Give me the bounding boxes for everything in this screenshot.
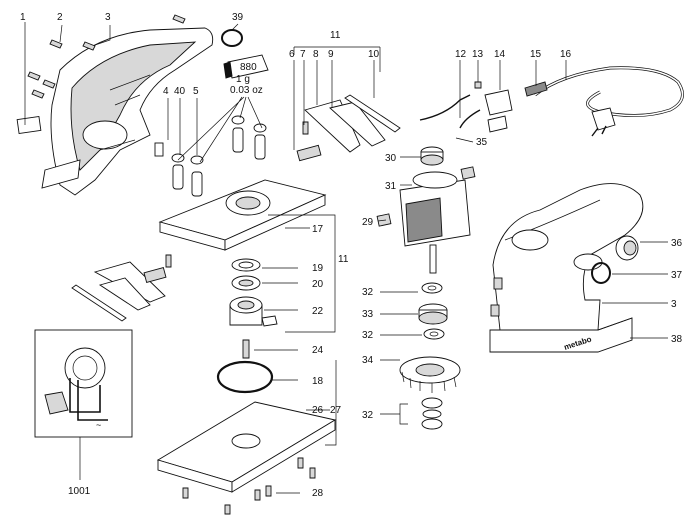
- bearing-stack: [229, 258, 278, 359]
- callout-37: 37: [671, 270, 683, 281]
- callout-32c: 32: [362, 410, 374, 421]
- callout-4: 4: [163, 86, 169, 97]
- callout-10: 10: [368, 49, 380, 60]
- callout-22: 22: [312, 306, 324, 317]
- callout-2: 2: [57, 12, 63, 23]
- brush-29b: [460, 166, 476, 180]
- callout-1: 1: [20, 12, 26, 23]
- callout-27: 27: [330, 405, 342, 416]
- knob-36: [615, 235, 639, 261]
- svg-text:~: ~: [96, 420, 101, 430]
- callout-38: 38: [671, 334, 683, 345]
- callout-17: 17: [312, 224, 324, 235]
- callout-12: 12: [455, 49, 467, 60]
- bushings: [154, 115, 267, 197]
- callout-1001: 1001: [68, 486, 91, 497]
- fan-wheel-34: [399, 356, 461, 393]
- washers-32-33: [418, 282, 448, 340]
- pad-screws: [182, 457, 316, 515]
- guide-8: [304, 99, 361, 153]
- callout-30: 30: [385, 153, 397, 164]
- callout-11b: 11: [338, 254, 349, 265]
- label-plate: [16, 116, 42, 134]
- callout-3b: 3: [671, 299, 677, 310]
- callout-13: 13: [472, 49, 484, 60]
- callout-20: 20: [312, 279, 324, 290]
- housing-half-left: [41, 27, 214, 196]
- callout-36: 36: [671, 238, 683, 249]
- callout-24: 24: [312, 345, 324, 356]
- callout-14: 14: [494, 49, 506, 60]
- callout-26: 26: [312, 405, 324, 416]
- tube-label: 880: [240, 62, 257, 73]
- wire: [419, 94, 471, 121]
- rod-10: [344, 94, 401, 133]
- callout-29: 29: [362, 217, 374, 228]
- wiring-inset: ~: [34, 329, 133, 438]
- leader-lines: [24, 22, 668, 494]
- grease-tube: 880: [223, 54, 269, 79]
- power-cord-16: [534, 66, 684, 137]
- callout-11: 11: [330, 30, 341, 41]
- callout-40: 40: [174, 86, 186, 97]
- callout-18: 18: [312, 376, 324, 387]
- wire-2: [459, 109, 481, 129]
- callout-15: 15: [530, 49, 542, 60]
- callout-19: 19: [312, 263, 324, 274]
- callout-numbers: 1 2 3 39 11 6 7 8 9 10 12 13 14 15 16 4 …: [20, 12, 683, 499]
- callout-6: 6: [289, 49, 295, 60]
- callout-32a: 32: [362, 287, 374, 298]
- o-ring-39: [221, 29, 243, 47]
- housing-screws: [27, 14, 186, 99]
- callout-3: 3: [105, 12, 111, 23]
- callout-39: 39: [232, 12, 244, 23]
- base-plate-17: [158, 179, 327, 251]
- sanding-pad-26: [156, 401, 337, 493]
- callout-31: 31: [385, 181, 397, 192]
- callout-34: 34: [362, 355, 374, 366]
- grease-amount-oz: 0.03 oz: [230, 85, 263, 96]
- switch-14: [474, 81, 513, 133]
- plate-6: [296, 144, 322, 162]
- callout-16: 16: [560, 49, 572, 60]
- callout-33: 33: [362, 309, 374, 320]
- callout-28: 28: [312, 488, 324, 499]
- assembled-sander: metabo: [489, 183, 644, 353]
- guide-parts-left: [71, 254, 172, 322]
- washers-32-bottom: [421, 397, 443, 430]
- cord-sleeve-15: [524, 81, 548, 97]
- o-ring-18: [216, 360, 274, 394]
- callout-35: 35: [476, 137, 488, 148]
- callout-8: 8: [313, 49, 319, 60]
- guide-9: [329, 101, 386, 147]
- callout-9: 9: [328, 49, 334, 60]
- callout-32b: 32: [362, 330, 374, 341]
- field-coil-31: [399, 171, 471, 274]
- o-ring-37: [591, 262, 611, 284]
- callout-5: 5: [193, 86, 199, 97]
- fan-30: [420, 146, 444, 166]
- grease-amount: 1 g: [236, 74, 250, 85]
- callout-7: 7: [300, 49, 306, 60]
